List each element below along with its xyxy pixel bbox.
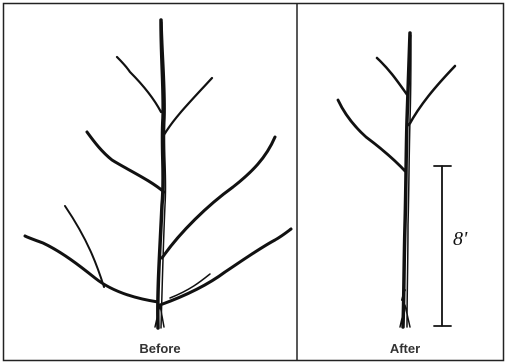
after-branch-left [338, 100, 406, 172]
after-branch-right [409, 66, 455, 125]
figure-border [4, 4, 504, 361]
panel-label-before: Before [110, 341, 210, 356]
before-branch-top-right [164, 78, 212, 135]
after-branch-top-left [377, 58, 408, 96]
tree-before [25, 20, 291, 328]
tree-after [338, 33, 455, 327]
height-scale-bar [434, 166, 451, 326]
before-scaffold-mid-left [87, 132, 164, 192]
before-scaffold-low-left [25, 236, 158, 302]
before-scaffold-mid-right [162, 137, 275, 258]
panel-label-after: After [355, 341, 455, 356]
before-branch-top-left [117, 57, 161, 112]
before-branch-low-left-inner [65, 206, 104, 287]
height-measurement-label: 8' [453, 228, 467, 251]
